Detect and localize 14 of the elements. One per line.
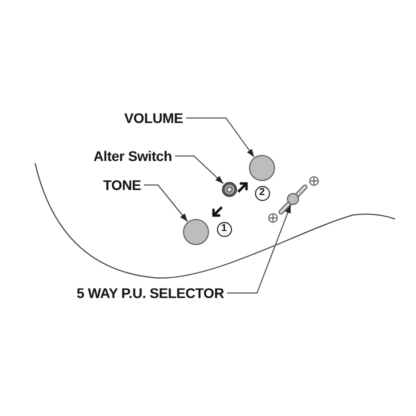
part-label: VOLUME	[124, 109, 183, 127]
part-label: TONE	[103, 176, 141, 194]
switch-knob	[222, 182, 236, 196]
leader-line	[174, 156, 224, 184]
part-label: 5 WAY P.U. SELECTOR	[76, 284, 224, 302]
tone-knob	[183, 219, 209, 245]
callout-number: 2	[254, 186, 270, 200]
selector-knob	[287, 193, 299, 205]
callout-number: 1	[216, 222, 232, 236]
leader-line	[226, 204, 292, 294]
part-label: Alter Switch	[93, 147, 172, 165]
volume-knob	[249, 155, 275, 181]
leader-line	[186, 118, 255, 158]
leader-line	[144, 184, 188, 222]
